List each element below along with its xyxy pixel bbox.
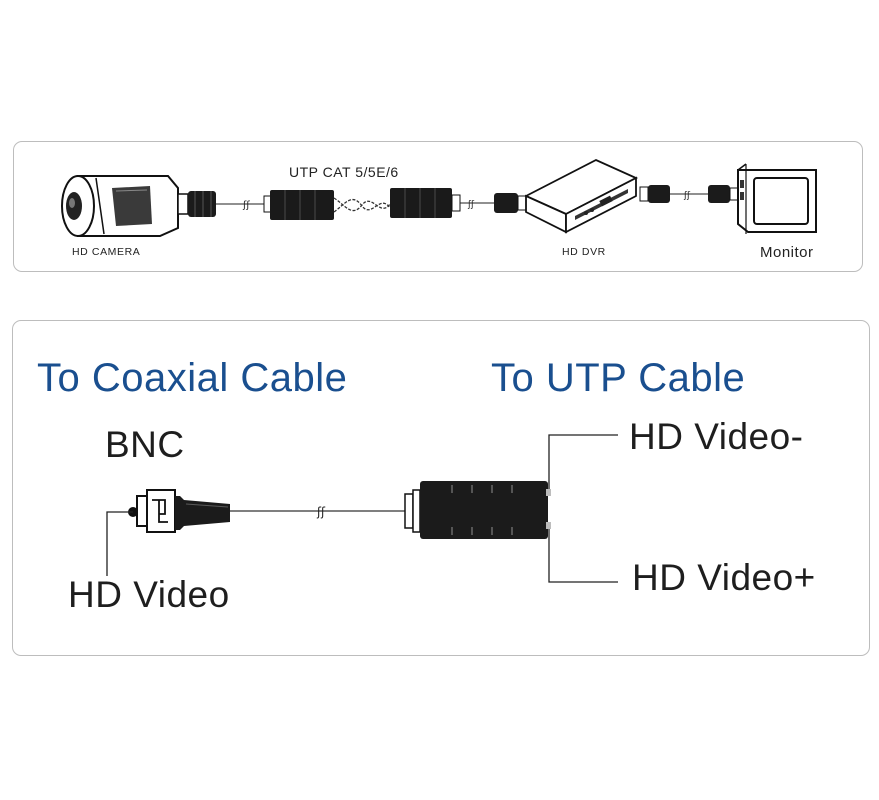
- cable-break-mark: ʃʃ: [683, 191, 691, 201]
- balun-left-icon: [263, 190, 334, 220]
- video-plus-label: HD Video+: [632, 557, 816, 598]
- monitor-icon: [737, 163, 817, 234]
- dvr-label: HD DVR: [562, 246, 606, 258]
- hd-camera-icon: [61, 175, 179, 237]
- coax-heading: To Coaxial Cable: [37, 356, 348, 400]
- monitor-label: Monitor: [760, 244, 814, 261]
- cable-break-mark: ʃʃ: [316, 505, 326, 519]
- video-balun-icon: [404, 481, 551, 539]
- video-minus-leader-line: [548, 434, 618, 489]
- cable-break-mark: ʃʃ: [242, 200, 250, 211]
- bnc-label: BNC: [105, 424, 185, 465]
- cable-label: UTP CAT 5/5E/6: [289, 164, 399, 180]
- hd-dvr-icon: [523, 159, 639, 234]
- monitor-side-connector-icon: [708, 185, 739, 203]
- hd-video-leader-line: [106, 511, 133, 576]
- hd-video-label: HD Video: [68, 574, 230, 615]
- camera-bnc-connector-icon: [177, 191, 216, 217]
- video-plus-leader-line: [548, 529, 618, 583]
- camera-label: HD CAMERA: [72, 246, 141, 258]
- cable-break-mark: ʃʃ: [467, 200, 475, 210]
- balun-right-icon: [390, 188, 461, 218]
- dvr-bnc-connector-icon: [494, 193, 527, 213]
- monitor-bnc-connector-icon: [639, 185, 670, 203]
- twisted-pair-cable-strand: [333, 198, 391, 213]
- utp-heading: To UTP Cable: [491, 356, 746, 400]
- video-minus-label: HD Video-: [629, 416, 804, 457]
- bnc-connector-icon: [136, 489, 230, 533]
